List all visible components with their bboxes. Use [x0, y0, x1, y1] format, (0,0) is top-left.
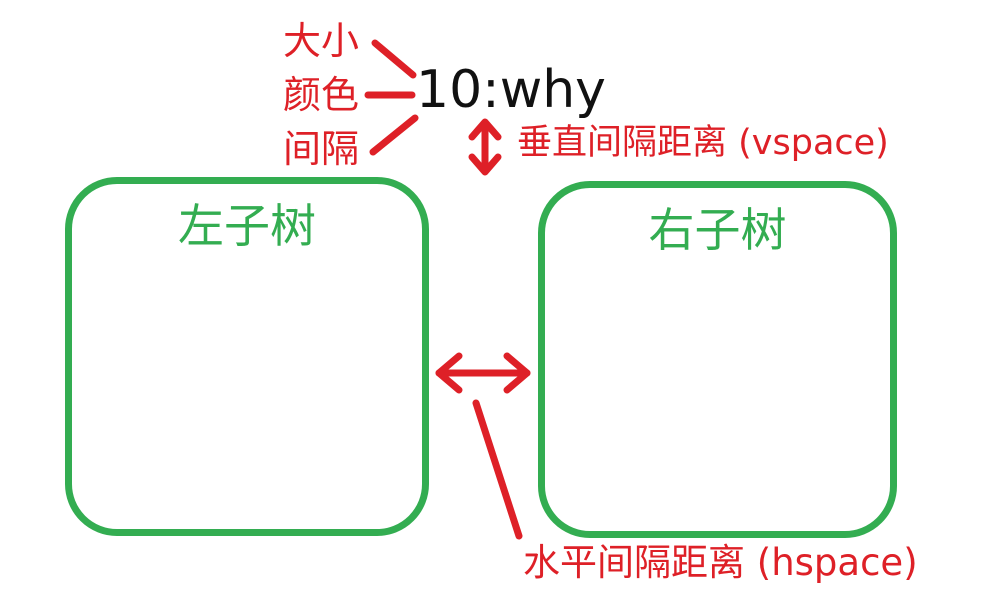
vspace-label: 垂直间隔距离 (vspace) — [517, 123, 889, 163]
node-label: 10:why — [416, 60, 606, 120]
left-subtree-box: 左子树 — [65, 177, 429, 536]
spacing-connector-line — [369, 114, 419, 156]
color-label: 颜色 — [283, 73, 360, 117]
left-subtree-label: 左子树 — [178, 199, 316, 253]
right-subtree-box: 右子树 — [538, 181, 897, 538]
hspace-label: 水平间隔距离 (hspace) — [523, 541, 918, 584]
spacing-label: 间隔 — [283, 127, 360, 171]
hspace-double-arrow-icon — [435, 352, 531, 394]
vspace-double-arrow-icon — [468, 118, 502, 176]
color-connector-line — [364, 91, 416, 99]
hspace-connector-line — [472, 399, 523, 540]
size-label: 大小 — [283, 19, 360, 63]
size-connector-line — [371, 39, 417, 79]
right-subtree-label: 右子树 — [648, 203, 787, 257]
